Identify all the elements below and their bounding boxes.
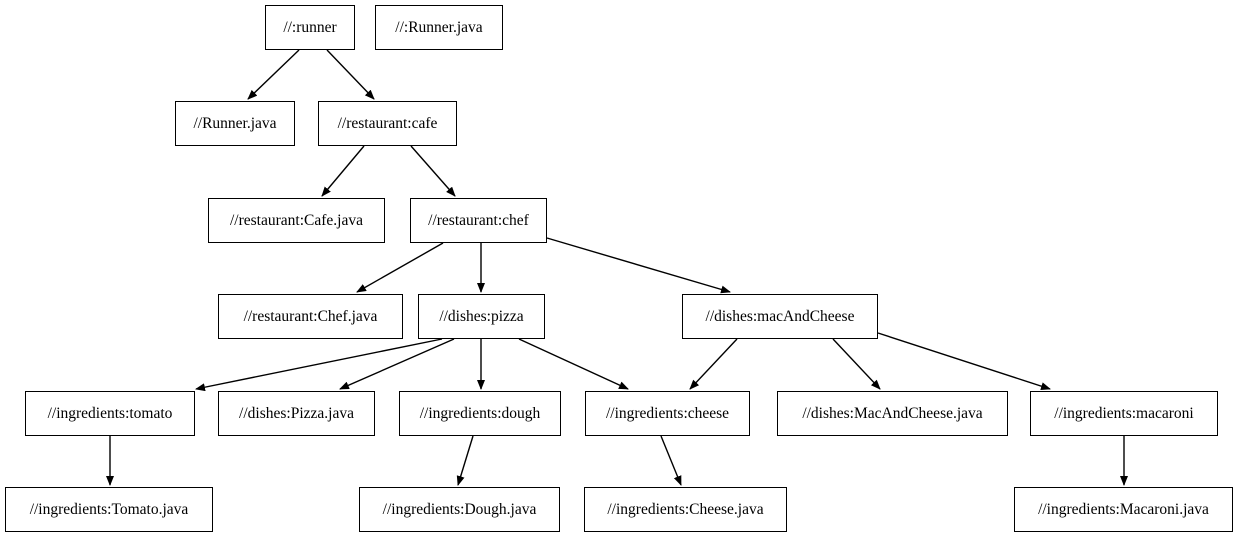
- graph-node-label: //dishes:macAndCheese: [705, 307, 855, 325]
- graph-node-pizza_java[interactable]: //dishes:Pizza.java: [218, 391, 375, 436]
- graph-node-label: //ingredients:macaroni: [1054, 404, 1194, 422]
- graph-edge-cheese-to-cheese_java: [660, 435, 682, 486]
- graph-node-pizza[interactable]: //dishes:pizza: [418, 294, 545, 339]
- graph-node-cafe[interactable]: //restaurant:cafe: [318, 101, 457, 146]
- graph-edge-dough-to-dough_java: [456, 435, 474, 486]
- graph-node-cafe_java[interactable]: //restaurant:Cafe.java: [208, 198, 385, 243]
- graph-node-tomato[interactable]: //ingredients:tomato: [25, 391, 195, 436]
- graph-edge-pizza-to-tomato: [195, 338, 443, 392]
- graph-node-label: //dishes:MacAndCheese.java: [802, 404, 983, 422]
- graph-node-label: //ingredients:tomato: [47, 404, 173, 422]
- graph-node-runner_java[interactable]: //Runner.java: [175, 101, 295, 146]
- graph-node-label: //restaurant:Chef.java: [243, 307, 378, 325]
- graph-edge-runner-to-runner_java: [247, 49, 300, 100]
- graph-edge-pizza-to-cheese: [518, 338, 629, 390]
- graph-edge-runner-to-cafe: [326, 49, 375, 100]
- graph-edge-chef-to-chef_java: [356, 242, 444, 293]
- graph-node-tomato_java[interactable]: //ingredients:Tomato.java: [5, 487, 213, 532]
- graph-edge-pizza-to-pizza_java: [339, 338, 455, 390]
- graph-node-chef[interactable]: //restaurant:chef: [410, 198, 547, 243]
- graph-node-label: //ingredients:dough: [419, 404, 541, 422]
- graph-edge-macandcheese-to-macaroni: [877, 332, 1051, 391]
- graph-node-cheese_java[interactable]: //ingredients:Cheese.java: [584, 487, 787, 532]
- graph-node-label: //restaurant:cafe: [337, 114, 438, 132]
- graph-node-label: //ingredients:Cheese.java: [607, 500, 764, 518]
- graph-node-label: //ingredients:cheese: [605, 404, 730, 422]
- graph-node-macaroni[interactable]: //ingredients:macaroni: [1030, 391, 1218, 436]
- graph-node-label: //dishes:pizza: [439, 307, 524, 325]
- graph-node-dough[interactable]: //ingredients:dough: [399, 391, 561, 436]
- graph-node-label: //ingredients:Macaroni.java: [1038, 500, 1209, 518]
- graph-node-macandcheese[interactable]: //dishes:macAndCheese: [682, 294, 878, 339]
- graph-node-label: //ingredients:Dough.java: [382, 500, 537, 518]
- graph-edge-cafe-to-chef: [410, 145, 456, 197]
- graph-node-label: //restaurant:chef: [428, 211, 529, 229]
- graph-node-runner[interactable]: //:runner: [265, 5, 355, 50]
- graph-edge-macandcheese-to-cheese: [689, 338, 738, 390]
- graph-edge-chef-to-macandcheese: [546, 237, 731, 294]
- graph-node-label: //:runner: [283, 18, 337, 36]
- graph-edge-cafe-to-cafe_java: [321, 145, 365, 197]
- graph-node-dough_java[interactable]: //ingredients:Dough.java: [359, 487, 560, 532]
- graph-edge-macandcheese-to-macandcheese_java: [832, 338, 881, 390]
- graph-node-label: //Runner.java: [193, 114, 277, 132]
- graph-node-label: //restaurant:Cafe.java: [230, 211, 363, 229]
- graph-node-macandcheese_java[interactable]: //dishes:MacAndCheese.java: [777, 391, 1008, 436]
- graph-node-label: //dishes:Pizza.java: [239, 404, 354, 422]
- graph-node-cheese[interactable]: //ingredients:cheese: [585, 391, 750, 436]
- graph-node-label: //:Runner.java: [395, 18, 483, 36]
- graph-node-chef_java[interactable]: //restaurant:Chef.java: [218, 294, 403, 339]
- graph-node-macaroni_java[interactable]: //ingredients:Macaroni.java: [1014, 487, 1233, 532]
- graph-node-root_runner_java[interactable]: //:Runner.java: [375, 5, 503, 50]
- graph-node-label: //ingredients:Tomato.java: [29, 500, 189, 518]
